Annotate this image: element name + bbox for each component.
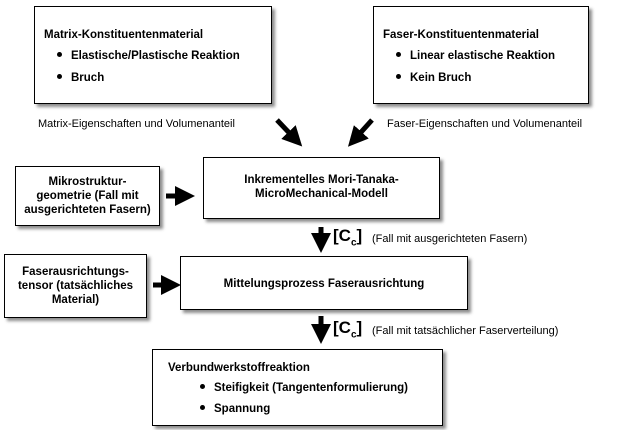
bullet-icon (57, 74, 62, 80)
orientation-tensor-box: Faserausrichtungs- tensor (tatsächliches… (4, 254, 147, 318)
mori-tanaka-label: Inkrementelles Mori-Tanaka- MicroMechani… (244, 174, 399, 200)
orientation-tensor-label: Faserausrichtungs- tensor (tatsächliches… (17, 266, 134, 306)
arrow-matrix-to-model (275, 118, 303, 147)
composite-response-title: Verbundwerkstoffreaktion (168, 362, 310, 374)
microstructure-label: Mikrostruktur- geometrie (Fall mit ausge… (24, 176, 151, 216)
fiber-item: Linear elastische Reaktion (396, 50, 555, 62)
bullet-icon (396, 74, 401, 80)
fiber-material-box: Faser-Konstituentenmaterial Linear elast… (373, 6, 589, 104)
averaging-process-box: Mittelungsprozess Faserausrichtung (180, 256, 468, 310)
matrix-item: Elastische/Plastische Reaktion (57, 50, 240, 62)
matrix-item: Bruch (57, 72, 104, 84)
microstructure-box: Mikrostruktur- geometrie (Fall mit ausge… (15, 166, 160, 226)
fiber-material-title: Faser-Konstituentenmaterial (383, 29, 539, 41)
note-actual-distribution: (Fall mit tatsächlicher Faserverteilung) (372, 325, 559, 337)
composite-response-box: Verbundwerkstoffreaktion Steifigkeit (Ta… (152, 349, 443, 426)
composite-item: Steifigkeit (Tangentenformulierung) (200, 382, 408, 394)
mori-tanaka-model-box: Inkrementelles Mori-Tanaka- MicroMechani… (203, 157, 440, 219)
averaging-label: Mittelungsprozess Faserausrichtung (223, 278, 425, 290)
fiber-caption: Faser-Eigenschaften und Volumenanteil (387, 118, 583, 130)
composite-item: Spannung (200, 403, 270, 415)
fiber-item: Kein Bruch (396, 72, 471, 84)
note-aligned-fibers: (Fall mit ausgerichteten Fasern) (372, 233, 528, 245)
arrow-fiber-to-model (347, 118, 374, 147)
bullet-icon (57, 52, 62, 58)
bullet-icon (396, 52, 401, 58)
bullet-icon (200, 405, 205, 411)
matrix-material-title: Matrix-Konstituentenmaterial (44, 29, 204, 41)
cc-label-actual: [Cc] (333, 318, 363, 341)
matrix-material-box: Matrix-Konstituentenmaterial Elastische/… (34, 6, 272, 104)
matrix-caption: Matrix-Eigenschaften und Volumenanteil (38, 118, 235, 130)
cc-label-aligned: [Cc] (333, 226, 363, 249)
bullet-icon (200, 384, 205, 390)
